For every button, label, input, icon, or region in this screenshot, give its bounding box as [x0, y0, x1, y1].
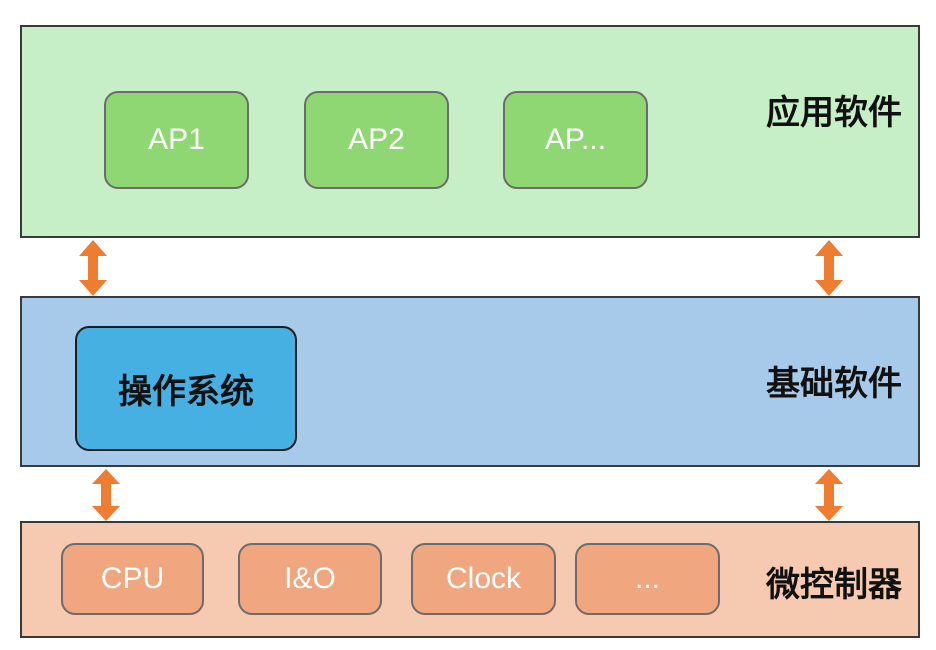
microcontroller-layer: CPU I&O Clock ... 微控制器	[20, 521, 920, 638]
double-arrow-vertical-icon	[815, 240, 843, 296]
app-box-ap-more: AP...	[503, 91, 648, 189]
app-box-ap2: AP2	[304, 91, 449, 189]
app-box-ap1: AP1	[104, 91, 249, 189]
double-arrow-vertical-icon	[92, 469, 120, 521]
application-software-layer: AP1 AP2 AP... 应用软件	[20, 25, 920, 238]
mcu-box-more: ...	[575, 543, 720, 615]
double-arrow-vertical-icon	[79, 240, 107, 296]
mcu-box-cpu: CPU	[61, 543, 204, 615]
operating-system-box: 操作系统	[75, 326, 297, 451]
mcu-box-clock: Clock	[411, 543, 556, 615]
double-arrow-vertical-icon	[815, 469, 843, 521]
microcontroller-label: 微控制器	[766, 565, 902, 605]
mcu-box-io: I&O	[238, 543, 382, 615]
base-software-layer: 操作系统 基础软件	[20, 296, 920, 467]
base-software-label: 基础软件	[766, 364, 902, 404]
application-software-label: 应用软件	[766, 93, 902, 133]
